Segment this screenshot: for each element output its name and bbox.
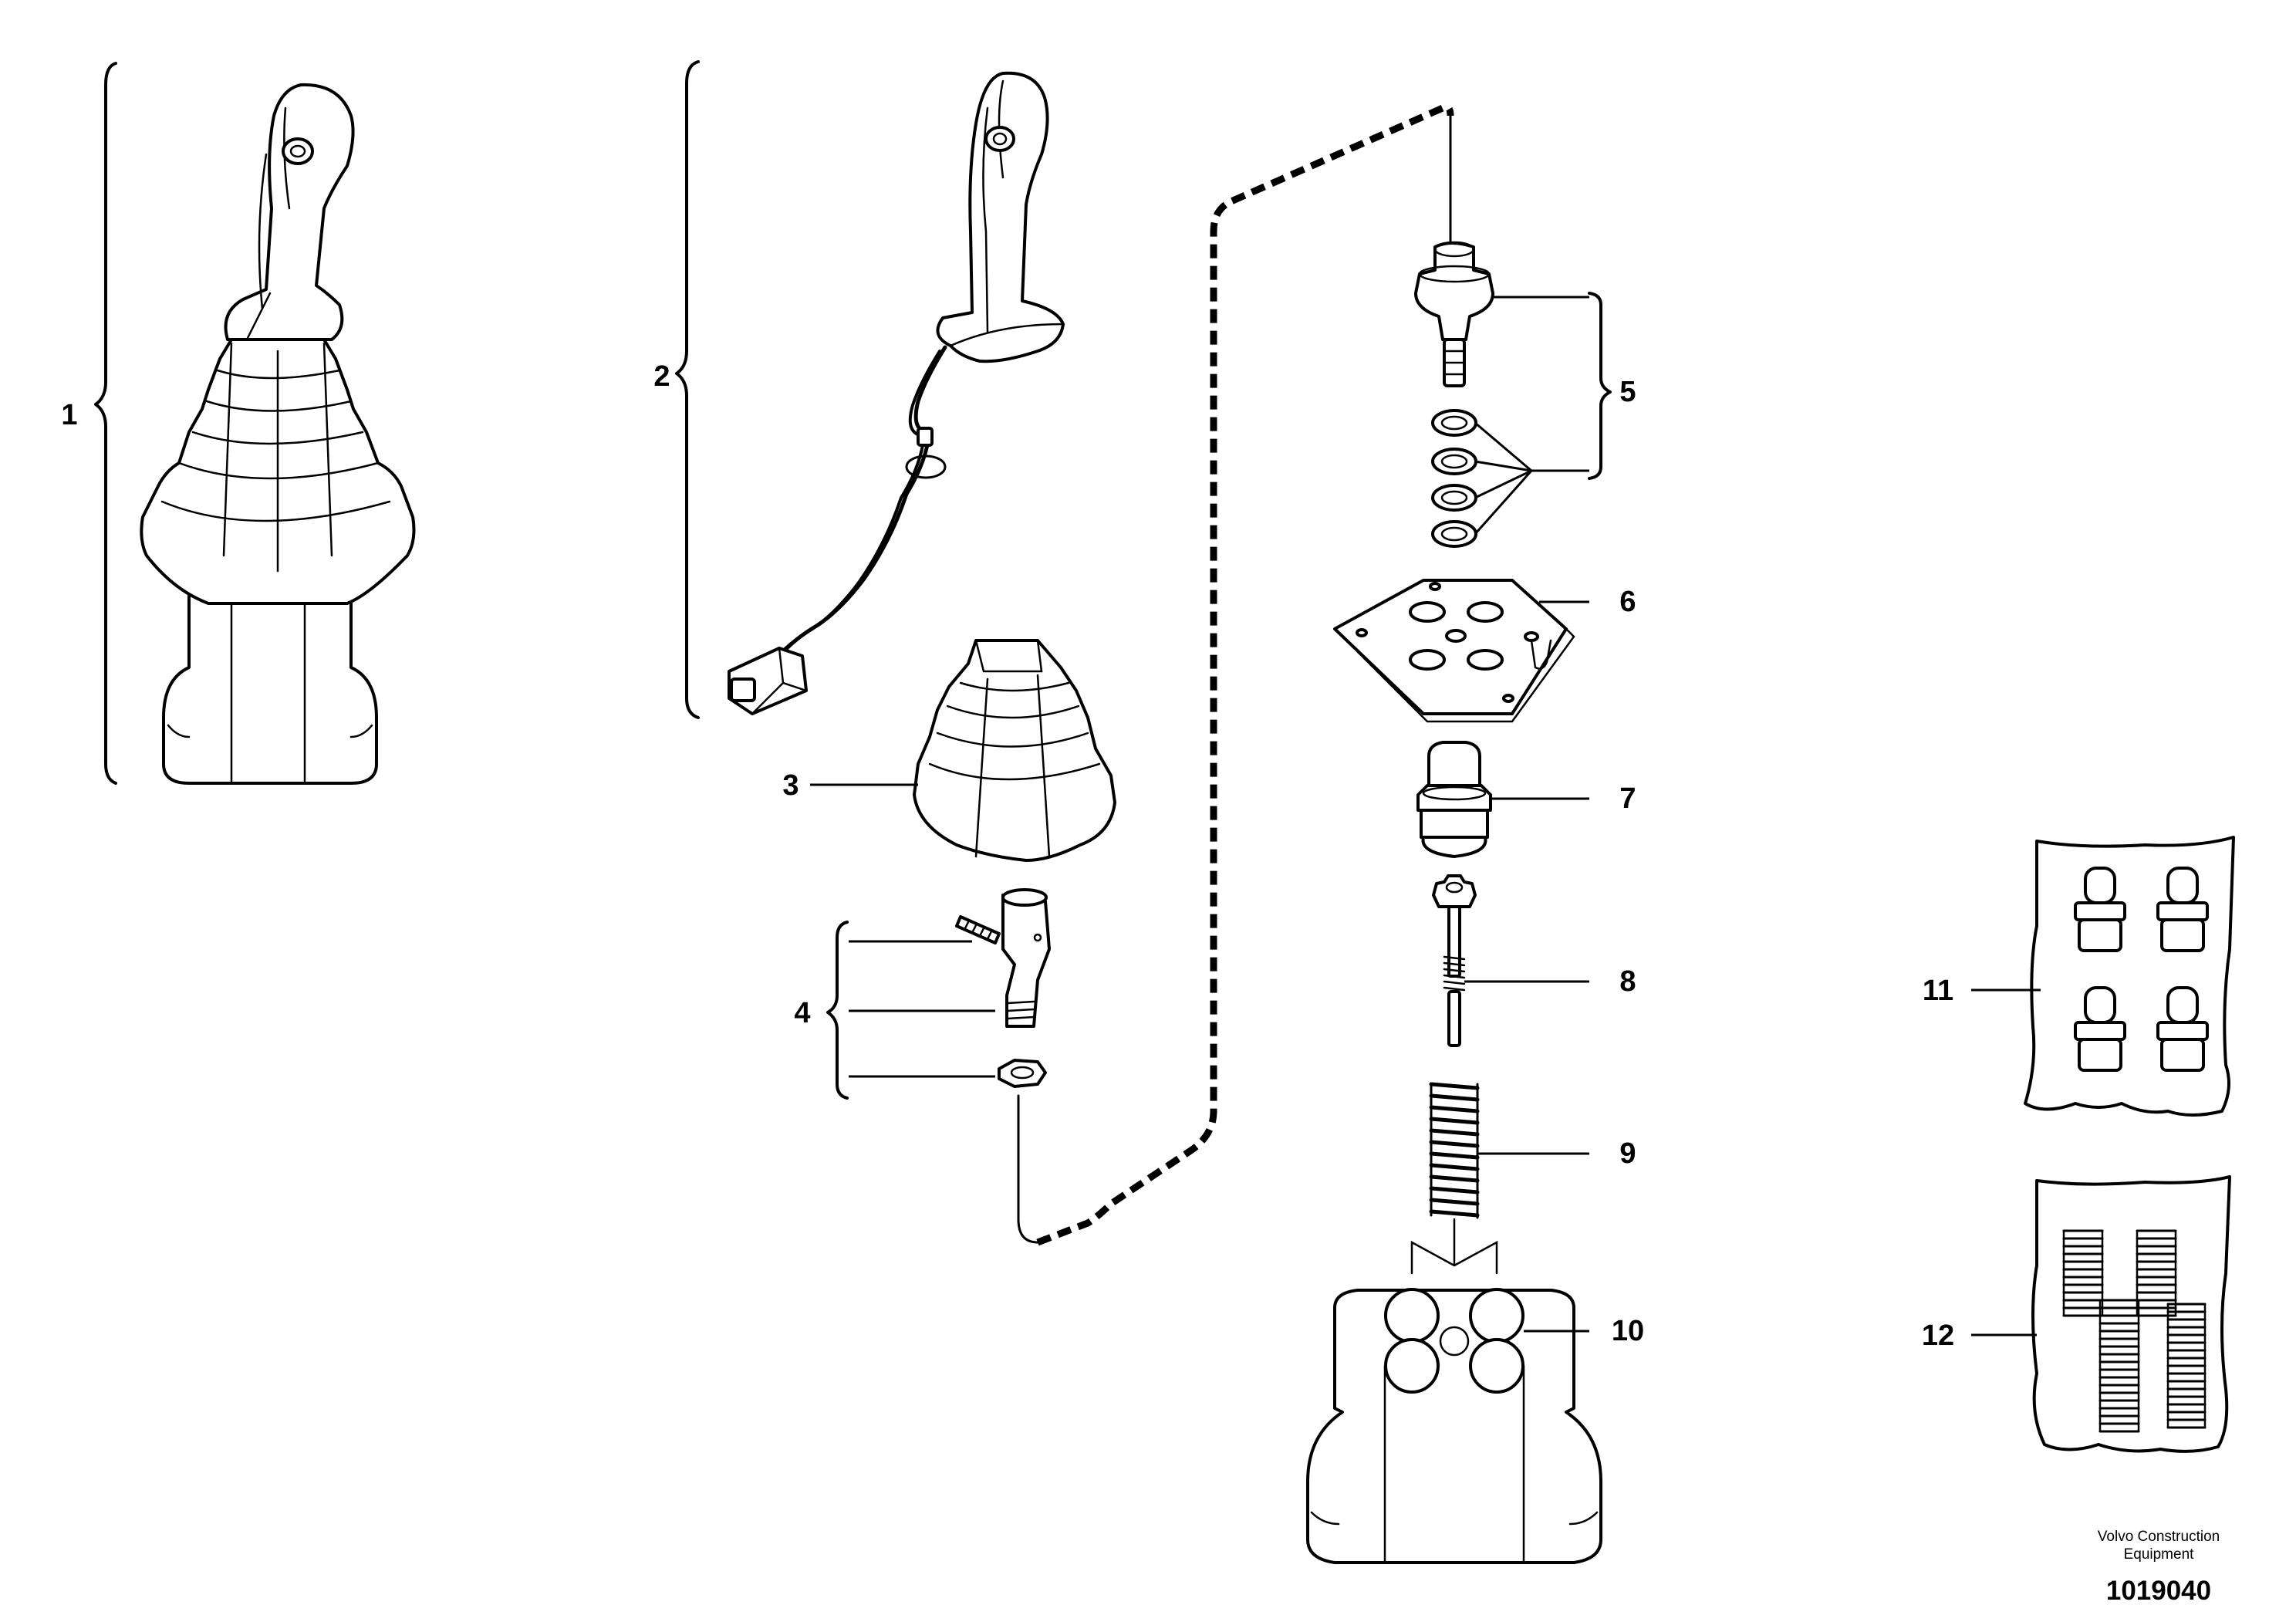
kit-spring-b — [2136, 1229, 2177, 1317]
part-2-handle-with-cable: 2 — [653, 60, 1065, 719]
kit-guide-c — [2074, 986, 2126, 1072]
kit-guide-d — [2156, 986, 2209, 1072]
callout-9: 9 — [1619, 1137, 1636, 1170]
document-number: 1019040 — [2106, 1576, 2211, 1606]
part-10-housing: 10 — [1306, 1218, 1644, 1564]
part-3-rubber-boot: 3 — [782, 639, 1116, 862]
kit-guide-b — [2156, 867, 2209, 952]
part-9-spring: 9 — [1429, 1082, 1636, 1219]
callout-1: 1 — [61, 399, 77, 431]
kit-spring-a — [2062, 1229, 2104, 1317]
callout-3: 3 — [782, 769, 799, 802]
callout-6: 6 — [1619, 586, 1636, 618]
callout-8: 8 — [1619, 965, 1636, 998]
credit-line-1: Volvo Construction — [2098, 1529, 2220, 1545]
kit-guide-a — [2074, 867, 2126, 952]
callout-11: 11 — [1923, 975, 1953, 1007]
credit-line-2: Equipment — [2124, 1546, 2195, 1563]
part-11-plunger-kit: 11 — [1923, 836, 2235, 1117]
callout-2: 2 — [653, 360, 670, 393]
callout-4: 4 — [794, 997, 810, 1029]
part-7-plunger-guide: 7 — [1416, 741, 1636, 858]
part-8-plunger: 8 — [1432, 874, 1636, 1047]
callout-5: 5 — [1619, 376, 1636, 408]
part-5-pusher-orings: 5 — [1414, 241, 1636, 548]
part-6-plate: 6 — [1333, 579, 1636, 723]
kit-spring-c — [2098, 1299, 2140, 1433]
part-1-complete-joystick: 1 — [61, 62, 416, 785]
callout-12: 12 — [1922, 1320, 1954, 1352]
kit-spring-d — [2166, 1303, 2207, 1429]
part-12-spring-kit: 12 — [1922, 1175, 2231, 1453]
callout-10: 10 — [1612, 1315, 1644, 1347]
callout-7: 7 — [1619, 782, 1636, 815]
part-4-fasteners: 4 — [794, 103, 1454, 1246]
